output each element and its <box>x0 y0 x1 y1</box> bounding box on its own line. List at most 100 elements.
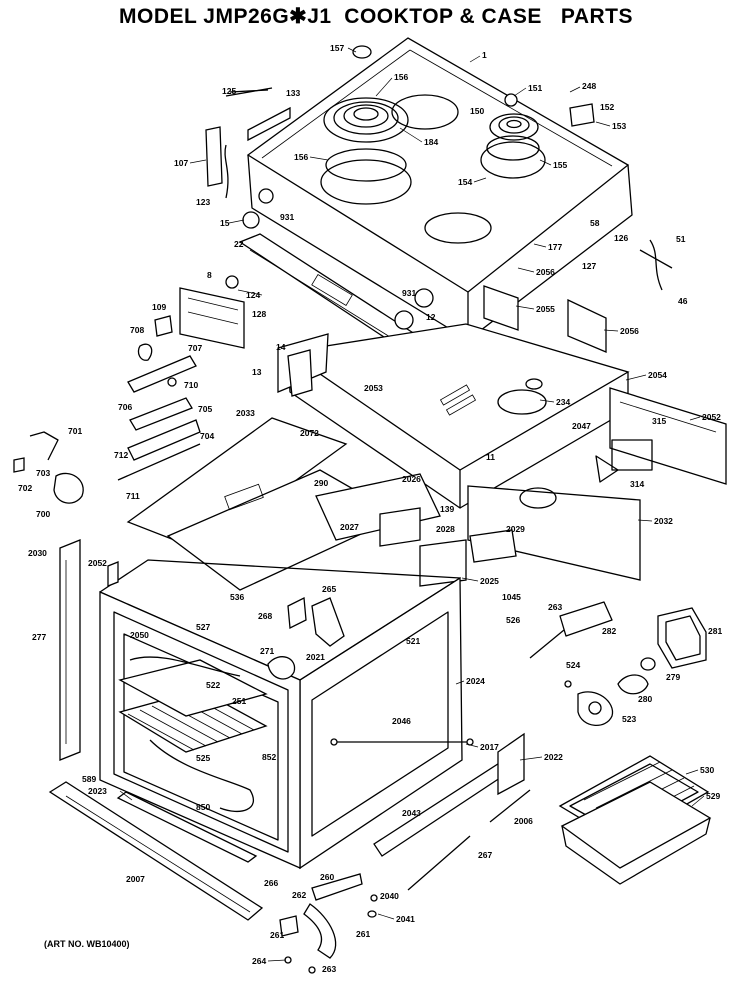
part-label: 315 <box>652 416 666 426</box>
part-label: 15 <box>220 218 230 228</box>
part-label: 279 <box>666 672 680 682</box>
part-label: 2025 <box>480 576 499 586</box>
part-label: 234 <box>556 397 570 407</box>
part-label: 712 <box>114 450 128 460</box>
part-label: 58 <box>590 218 600 228</box>
part-label: 128 <box>252 309 266 319</box>
part-label: 536 <box>230 592 244 602</box>
part-label: 2029 <box>506 524 525 534</box>
part-label: 248 <box>582 81 596 91</box>
part-label: 265 <box>322 584 336 594</box>
part-label: 2030 <box>28 548 47 558</box>
part-label: 12 <box>426 312 436 322</box>
part-label: 184 <box>424 137 438 147</box>
leader-lines <box>119 47 705 962</box>
part-label: 703 <box>36 468 50 478</box>
part-label: 2054 <box>648 370 667 380</box>
part-label: 2006 <box>514 816 533 826</box>
part-label: 2023 <box>88 786 107 796</box>
part-label: 107 <box>174 158 188 168</box>
part-label: 529 <box>706 791 720 801</box>
part-label: 277 <box>32 632 46 642</box>
part-label: 155 <box>553 160 567 170</box>
part-label: 852 <box>262 752 276 762</box>
part-label: 13 <box>252 367 262 377</box>
part-label: 262 <box>292 890 306 900</box>
part-label: 314 <box>630 479 644 489</box>
part-label: 177 <box>548 242 562 252</box>
part-label: 271 <box>260 646 274 656</box>
part-label: 525 <box>196 753 210 763</box>
part-label: 707 <box>188 343 202 353</box>
part-label: 14 <box>276 342 286 352</box>
part-label: 2007 <box>126 874 145 884</box>
light-socket-parts <box>529 601 707 726</box>
part-label: 260 <box>320 872 334 882</box>
part-label: 156 <box>394 72 408 82</box>
part-label: 706 <box>118 402 132 412</box>
part-label: 2033 <box>236 408 255 418</box>
part-label: 261 <box>356 929 370 939</box>
part-label: 126 <box>614 233 628 243</box>
part-label: 2017 <box>480 742 499 752</box>
part-label: 290 <box>314 478 328 488</box>
part-label: 11 <box>486 452 495 462</box>
upper-frame-assembly <box>277 285 727 581</box>
part-label: 2021 <box>306 652 325 662</box>
part-label: 261 <box>270 930 284 940</box>
part-label: 51 <box>676 234 686 244</box>
part-label: 151 <box>528 83 542 93</box>
part-label: 8 <box>207 270 212 280</box>
part-label: 282 <box>602 626 616 636</box>
part-label: 2043 <box>402 808 421 818</box>
part-label: 2024 <box>466 676 485 686</box>
part-label: 527 <box>196 622 210 632</box>
part-label: 701 <box>68 426 82 436</box>
door-latch-parts <box>13 315 201 504</box>
part-label: 2032 <box>654 516 673 526</box>
part-label: 523 <box>622 714 636 724</box>
part-label: 268 <box>258 611 272 621</box>
lower-case-assembly <box>48 539 531 921</box>
part-label: 156 <box>294 152 308 162</box>
part-label: 125 <box>222 86 236 96</box>
part-label: 2072 <box>300 428 319 438</box>
diagram-title: MODEL JMP26G✱J1 COOKTOP & CASE PARTS <box>119 5 633 28</box>
part-label: 127 <box>582 261 596 271</box>
part-label: 589 <box>82 774 96 784</box>
part-label: 266 <box>264 878 278 888</box>
part-label: 1045 <box>502 592 521 602</box>
cooktop-assembly <box>205 37 673 341</box>
part-label: 1 <box>482 50 487 60</box>
part-label: 702 <box>18 483 32 493</box>
part-label: 139 <box>440 504 454 514</box>
part-label: 264 <box>252 956 266 966</box>
part-label: 152 <box>600 102 614 112</box>
oven-cavity-assembly <box>126 417 517 591</box>
part-label: 2056 <box>536 267 555 277</box>
part-label: 2047 <box>572 421 591 431</box>
part-label: 2026 <box>402 474 421 484</box>
part-label: 526 <box>506 615 520 625</box>
part-label: 133 <box>286 88 300 98</box>
part-label: 850 <box>196 802 210 812</box>
part-label: 2040 <box>380 891 399 901</box>
part-label: 281 <box>708 626 722 636</box>
part-label: 2046 <box>392 716 411 726</box>
part-label: 267 <box>478 850 492 860</box>
part-label: 708 <box>130 325 144 335</box>
part-label: 2052 <box>702 412 721 422</box>
part-label: 2022 <box>544 752 563 762</box>
part-label: 710 <box>184 380 198 390</box>
part-label: 700 <box>36 509 50 519</box>
part-label: 280 <box>638 694 652 704</box>
part-label: 705 <box>198 404 212 414</box>
part-label: 521 <box>406 636 420 646</box>
part-label: 931 <box>402 288 416 298</box>
part-label: 154 <box>458 177 472 187</box>
part-label: 711 <box>126 491 140 501</box>
part-label: 2053 <box>364 383 383 393</box>
part-label: 2028 <box>436 524 455 534</box>
part-label: 530 <box>700 765 714 775</box>
